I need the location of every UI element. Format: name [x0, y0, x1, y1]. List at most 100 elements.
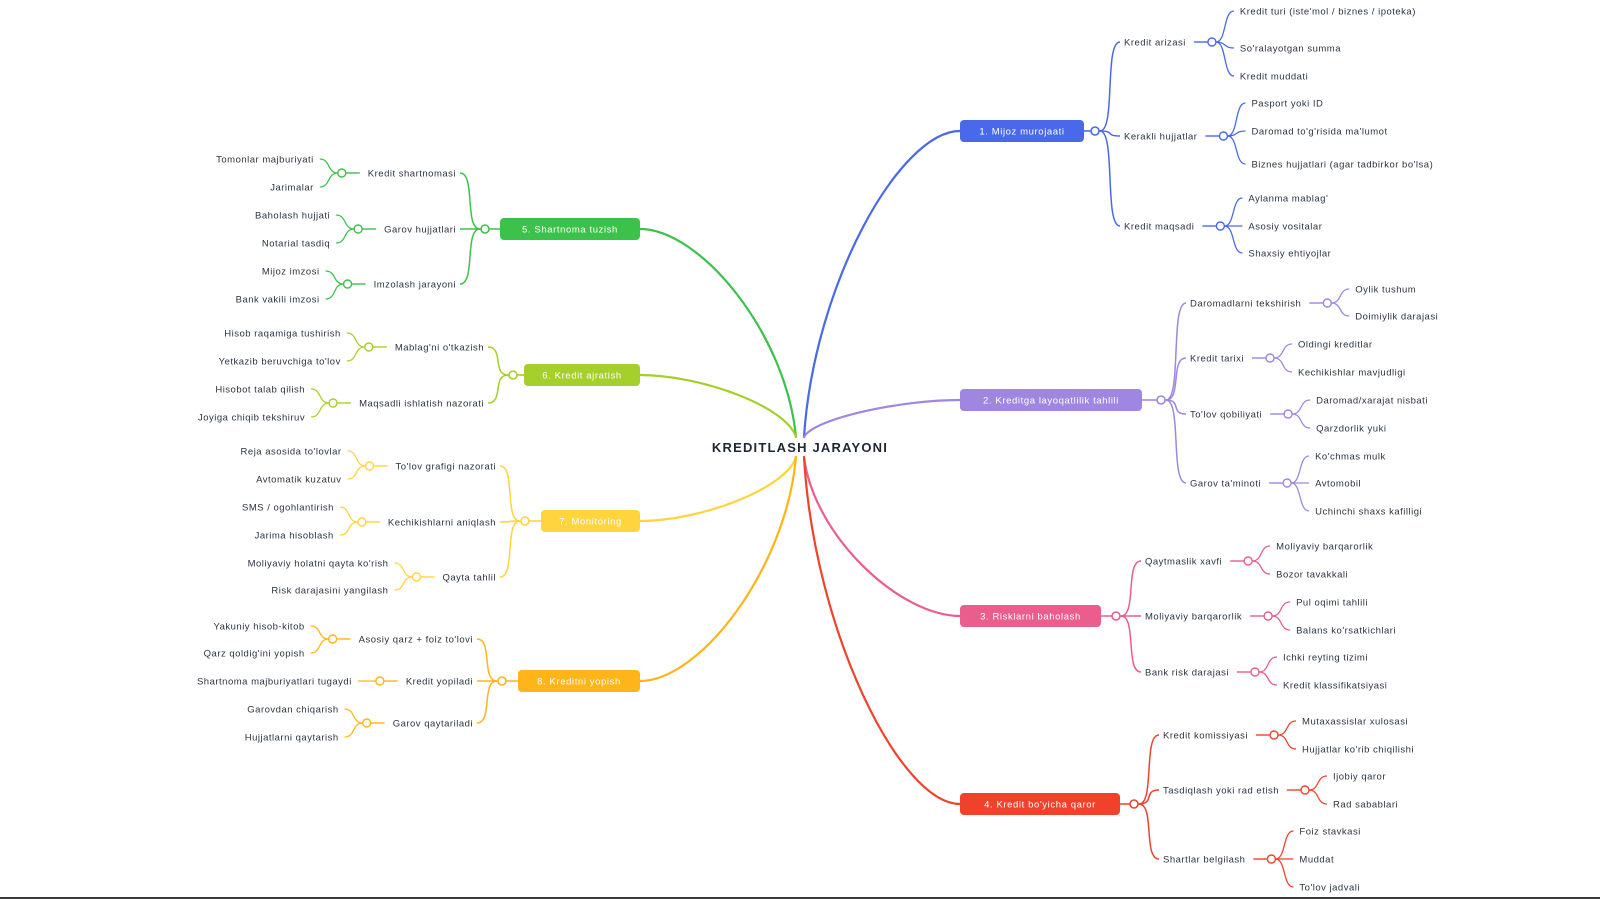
leaf-kredit-turi-iste-mol-biznes-ipoteka[interactable]: Kredit turi (iste'mol / biznes / ipoteka…: [1240, 7, 1416, 18]
leaf-aylanma-mablag[interactable]: Aylanma mablag': [1248, 194, 1328, 205]
branch-label[interactable]: 5. Shartnoma tuzish: [522, 225, 618, 236]
leaf-kredit-muddati[interactable]: Kredit muddati: [1240, 72, 1308, 83]
leaf-shaxsiy-ehtiyojlar[interactable]: Shaxsiy ehtiyojlar: [1248, 249, 1331, 260]
root-connector: [638, 373, 798, 439]
leaf-daromad-xarajat-nisbati[interactable]: Daromad/xarajat nisbati: [1316, 396, 1428, 407]
sub-connector: [487, 346, 509, 376]
branch-node-1[interactable]: [960, 120, 1084, 142]
sub-topic-garov-ta-minoti[interactable]: Garov ta'minoti: [1190, 479, 1261, 490]
leaf-notarial-tasdiq[interactable]: Notarial tasdiq: [262, 239, 330, 250]
leaf-hisobot-talab-qilish[interactable]: Hisobot talab qilish: [215, 385, 305, 396]
leaf-bank-vakili-imzosi[interactable]: Bank vakili imzosi: [236, 295, 320, 306]
leaf-baholash-hujjati[interactable]: Baholash hujjati: [255, 211, 330, 222]
sub-topic-asosiy-qarz-foiz-to-lovi[interactable]: Asosiy qarz + foiz to'lovi: [359, 635, 473, 646]
leaf-asosiy-vositalar[interactable]: Asosiy vositalar: [1248, 222, 1322, 233]
leaf-qarz-qoldig-ini-yopish[interactable]: Qarz qoldig'ini yopish: [204, 649, 305, 660]
leaf-rad-sabablari[interactable]: Rad sabablari: [1333, 800, 1398, 811]
sub-topic-tasdiqlash-yoki-rad-etish[interactable]: Tasdiqlash yoki rad etish: [1163, 786, 1279, 797]
sub-topic-kredit-maqsadi[interactable]: Kredit maqsadi: [1124, 222, 1194, 233]
branch-label[interactable]: 4. Kredit bo'yicha qaror: [984, 800, 1096, 811]
branch-node-8[interactable]: [518, 670, 640, 692]
root-title[interactable]: KREDITLASH JARAYONI: [712, 440, 888, 455]
sub-connector-dot: [1218, 131, 1229, 141]
leaf-mijoz-imzosi[interactable]: Mijoz imzosi: [262, 267, 320, 278]
leaf-to-lov-jadvali[interactable]: To'lov jadvali: [1299, 883, 1360, 894]
sub-topic-kechikishlarni-aniqlash[interactable]: Kechikishlarni aniqlash: [388, 518, 496, 529]
leaf-moliyaviy-barqarorlik[interactable]: Moliyaviy barqarorlik: [1276, 542, 1373, 553]
leaf-kredit-klassifikatsiyasi[interactable]: Kredit klassifikatsiyasi: [1283, 681, 1387, 692]
sub-topic-garov-qaytariladi[interactable]: Garov qaytariladi: [393, 719, 473, 730]
branch-node-3[interactable]: [960, 605, 1101, 627]
leaf-risk-darajasini-yangilash[interactable]: Risk darajasini yangilash: [271, 586, 388, 597]
sub-topic-to-lov-grafigi-nazorati[interactable]: To'lov grafigi nazorati: [396, 462, 496, 473]
leaf-hujjatlar-ko-rib-chiqilishi[interactable]: Hujjatlar ko'rib chiqilishi: [1302, 745, 1414, 756]
sub-topic-bank-risk-darajasi[interactable]: Bank risk darajasi: [1145, 668, 1229, 679]
branch-node-4[interactable]: [960, 793, 1120, 815]
leaf-joyiga-chiqib-tekshiruv[interactable]: Joyiga chiqib tekshiruv: [198, 413, 305, 424]
sub-topic-imzolash-jarayoni[interactable]: Imzolash jarayoni: [374, 280, 456, 291]
leaf-avtomatik-kuzatuv[interactable]: Avtomatik kuzatuv: [256, 475, 341, 486]
leaf-avtomobil[interactable]: Avtomobil: [1315, 479, 1361, 490]
sub-topic-kredit-komissiyasi[interactable]: Kredit komissiyasi: [1163, 731, 1248, 742]
leaf-jarima-hisoblash[interactable]: Jarima hisoblash: [255, 531, 334, 542]
sub-topic-kredit-tarixi[interactable]: Kredit tarixi: [1190, 354, 1244, 365]
branch-node-2[interactable]: [960, 389, 1142, 411]
leaf-biznes-hujjatlari-agar-tadbirkor-bo-lsa[interactable]: Biznes hujjatlari (agar tadbirkor bo'lsa…: [1251, 160, 1433, 171]
leaf-reja-asosida-to-lovlar[interactable]: Reja asosida to'lovlar: [241, 447, 342, 458]
sub-topic-to-lov-qobiliyati[interactable]: To'lov qobiliyati: [1190, 410, 1262, 421]
sub-topic-kredit-arizasi[interactable]: Kredit arizasi: [1124, 38, 1186, 49]
leaf-jarimalar[interactable]: Jarimalar: [270, 183, 314, 194]
branch-label[interactable]: 3. Risklarni baholash: [980, 612, 1081, 623]
sub-connector: [476, 638, 498, 682]
sub-topic-kredit-yopiladi[interactable]: Kredit yopiladi: [406, 677, 473, 688]
leaf-so-ralayotgan-summa[interactable]: So'ralayotgan summa: [1240, 44, 1341, 55]
leaf-muddat[interactable]: Muddat: [1299, 855, 1334, 866]
leaf-moliyaviy-holatni-qayta-ko-rish[interactable]: Moliyaviy holatni qayta ko'rish: [248, 559, 389, 570]
sub-topic-qayta-tahlil[interactable]: Qayta tahlil: [442, 573, 496, 584]
leaf-bozor-tavakkali[interactable]: Bozor tavakkali: [1276, 570, 1348, 581]
leaf-yakuniy-hisob-kitob[interactable]: Yakuniy hisob-kitob: [213, 622, 304, 633]
leaf-sms-ogohlantirish[interactable]: SMS / ogohlantirish: [242, 503, 334, 514]
leaf-doimiylik-darajasi[interactable]: Doimiylik darajasi: [1355, 312, 1438, 323]
leaf-pasport-yoki-id[interactable]: Pasport yoki ID: [1251, 99, 1323, 110]
sub-topic-maqsadli-ishlatish-nazorati[interactable]: Maqsadli ishlatish nazorati: [359, 399, 484, 410]
leaf-ichki-reyting-tizimi[interactable]: Ichki reyting tizimi: [1283, 653, 1368, 664]
leaf-ko-chmas-mulk[interactable]: Ko'chmas mulk: [1315, 452, 1386, 463]
leaf-ijobiy-qaror[interactable]: Ijobiy qaror: [1333, 772, 1386, 783]
leaf-qarzdorlik-yuki[interactable]: Qarzdorlik yuki: [1316, 424, 1386, 435]
leaf-hujjatlarni-qaytarish[interactable]: Hujjatlarni qaytarish: [245, 733, 339, 744]
leaf-hisob-raqamiga-tushirish[interactable]: Hisob raqamiga tushirish: [224, 329, 341, 340]
sub-topic-kredit-shartnomasi[interactable]: Kredit shartnomasi: [368, 169, 456, 180]
sub-topic-kerakli-hujjatlar[interactable]: Kerakli hujjatlar: [1124, 132, 1197, 143]
leaf-garovdan-chiqarish[interactable]: Garovdan chiqarish: [247, 705, 338, 716]
branch-node-6[interactable]: [524, 364, 640, 386]
leaf-uchinchi-shaxs-kafilligi[interactable]: Uchinchi shaxs kafilligi: [1315, 507, 1422, 518]
leaf-foiz-stavkasi[interactable]: Foiz stavkasi: [1299, 827, 1360, 838]
sub-topic-shartlar-belgilash[interactable]: Shartlar belgilash: [1163, 855, 1245, 866]
leaf-kechikishlar-mavjudligi[interactable]: Kechikishlar mavjudligi: [1298, 368, 1406, 379]
sub-topic-qaytmaslik-xavfi[interactable]: Qaytmaslik xavfi: [1145, 557, 1222, 568]
branch-node-7[interactable]: [541, 510, 640, 532]
leaf-oylik-tushum[interactable]: Oylik tushum: [1355, 285, 1416, 296]
leaf-oldingi-kreditlar[interactable]: Oldingi kreditlar: [1298, 340, 1373, 351]
root-connector: [802, 455, 962, 618]
leaf-daromad-to-g-risida-ma-lumot[interactable]: Daromad to'g'risida ma'lumot: [1251, 127, 1387, 138]
leaf-yetkazib-beruvchiga-to-lov[interactable]: Yetkazib beruvchiga to'lov: [219, 357, 341, 368]
leaf-mutaxassislar-xulosasi[interactable]: Mutaxassislar xulosasi: [1302, 717, 1408, 728]
leaf-balans-ko-rsatkichlari[interactable]: Balans ko'rsatkichlari: [1296, 626, 1396, 637]
branch-label[interactable]: 1. Mijoz murojaati: [979, 127, 1064, 138]
branch-label[interactable]: 6. Kredit ajratish: [542, 371, 621, 382]
leaf-tomonlar-majburiyati[interactable]: Tomonlar majburiyati: [216, 155, 314, 166]
sub-topic-daromadlarni-tekshirish[interactable]: Daromadlarni tekshirish: [1190, 299, 1301, 310]
branch-label[interactable]: 2. Kreditga layoqatlilik tahlili: [983, 396, 1119, 407]
leaf-pul-oqimi-tahlili[interactable]: Pul oqimi tahlili: [1296, 598, 1368, 609]
sub-topic-garov-hujjatlari[interactable]: Garov hujjatlari: [384, 225, 456, 236]
leaf-shartnoma-majburiyatlari-tugaydi[interactable]: Shartnoma majburiyatlari tugaydi: [197, 677, 352, 688]
sub-connector-dot: [1266, 854, 1277, 864]
leaf-connector: [336, 228, 355, 244]
branch-label[interactable]: 7. Monitoring: [559, 517, 622, 528]
sub-topic-mablag-ni-o-tkazish[interactable]: Mablag'ni o'tkazish: [395, 343, 484, 354]
branch-node-5[interactable]: [500, 218, 640, 240]
sub-topic-moliyaviy-barqarorlik[interactable]: Moliyaviy barqarorlik: [1145, 612, 1242, 623]
branch-label[interactable]: 8. Kreditni yopish: [537, 677, 621, 688]
